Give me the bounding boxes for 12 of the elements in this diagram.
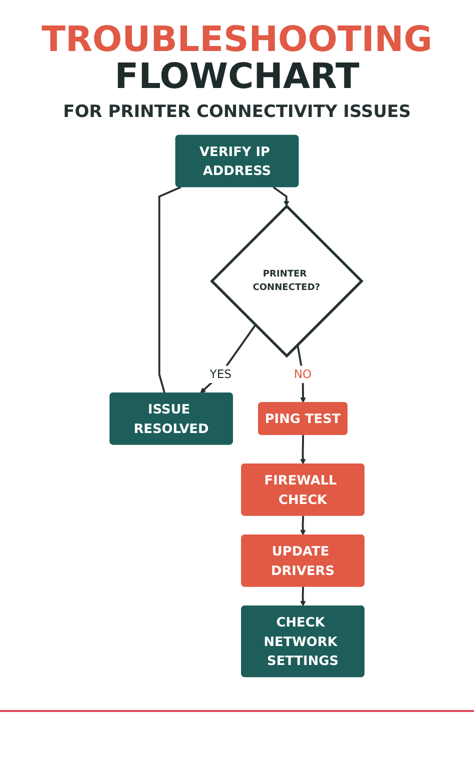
edge-label: YES [210, 367, 232, 381]
node-diamond: PRINTER CONNECTED? [210, 204, 364, 358]
title: TROUBLESHOOTING FLOWCHART [40, 22, 434, 96]
subtitle: FOR PRINTER CONNECTIVITY ISSUES [63, 102, 411, 122]
arrow [300, 515, 306, 535]
edge-label: NO [294, 367, 312, 381]
arrow [272, 186, 290, 206]
arrow [200, 324, 256, 393]
arrow [300, 434, 306, 464]
arrow [296, 344, 306, 403]
arrow [300, 586, 306, 606]
connector [158, 186, 182, 393]
